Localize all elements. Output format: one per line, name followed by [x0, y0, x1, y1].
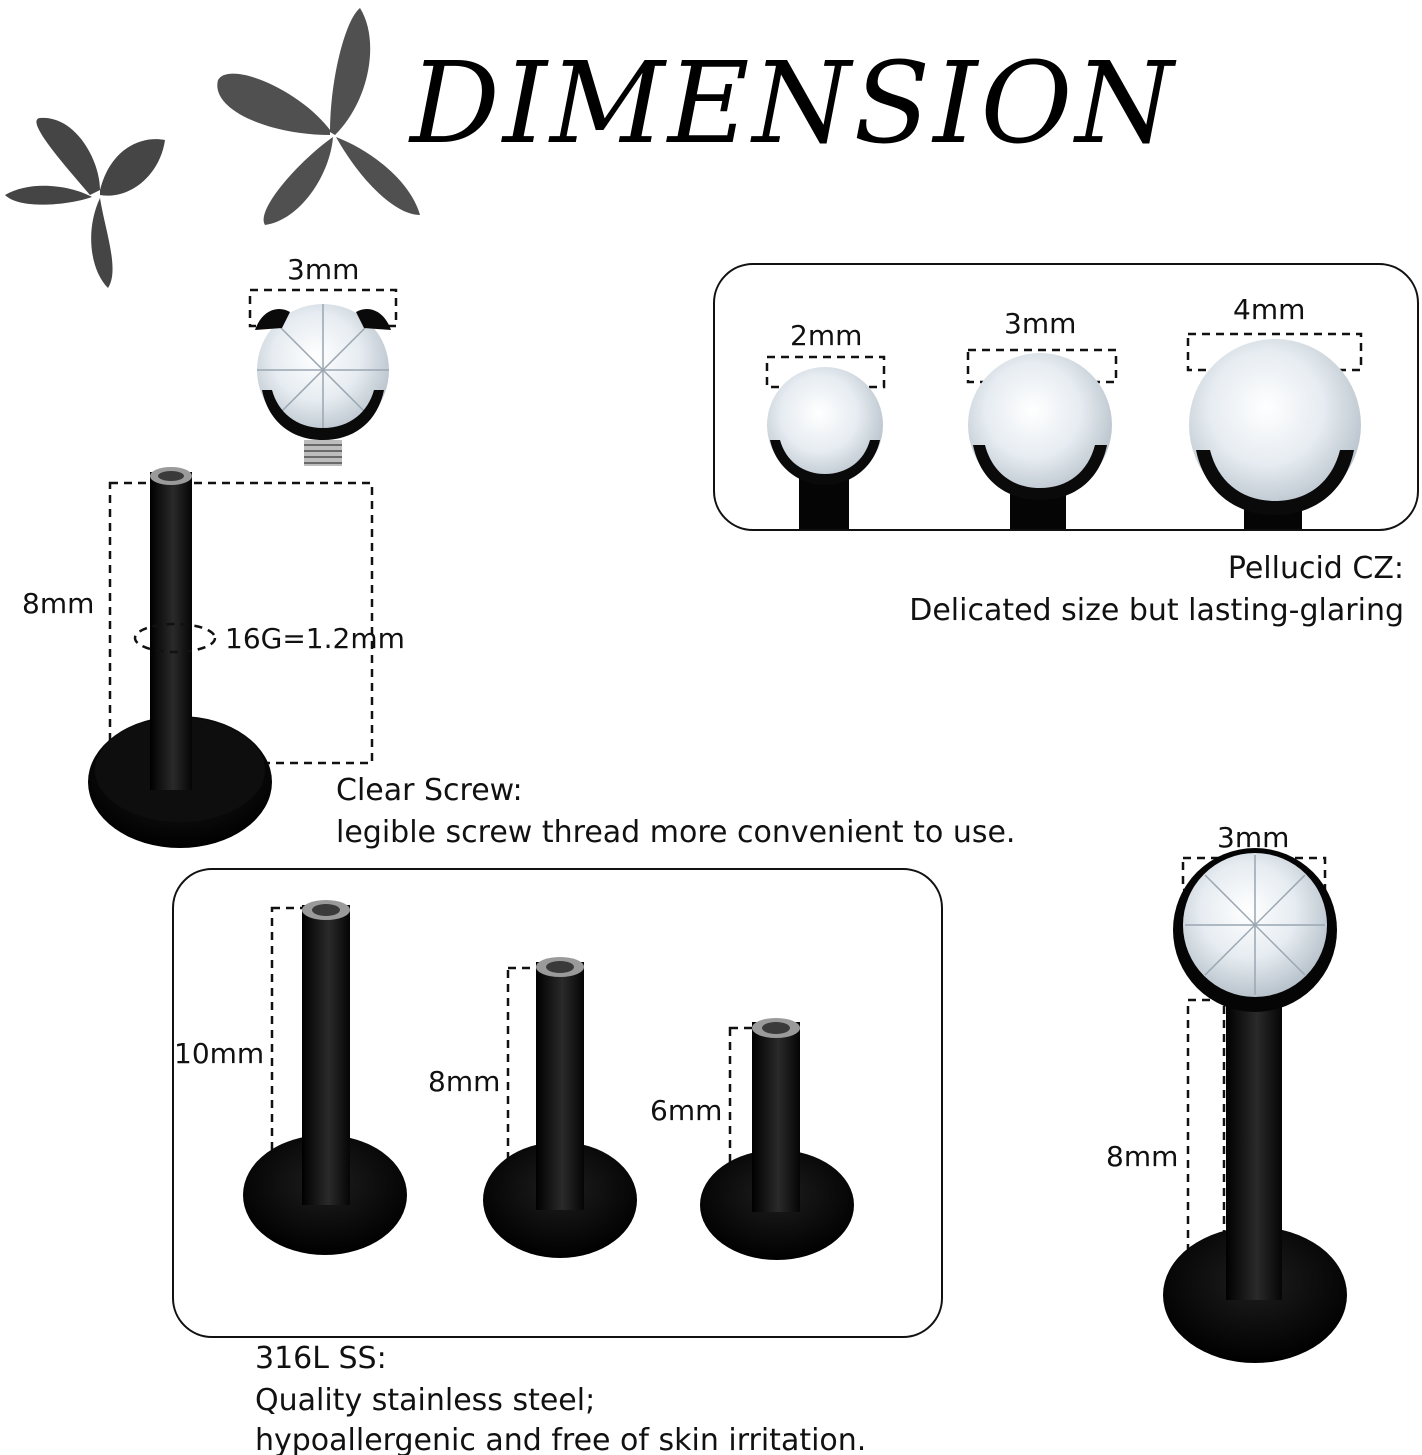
gem-option-3mm	[966, 348, 1118, 530]
gem-size-label-2mm: 2mm	[790, 319, 863, 352]
top-gem-size-label: 3mm	[287, 253, 360, 286]
gem-size-label-3mm: 3mm	[1004, 307, 1077, 340]
gem-option-2mm	[765, 355, 886, 530]
post-length-label-10mm: 10mm	[174, 1037, 265, 1070]
gem-option-4mm	[1186, 332, 1363, 530]
material-caption-title: 316L SS:	[255, 1341, 387, 1376]
post-length-panel	[172, 868, 943, 1338]
main-labret-post	[88, 467, 374, 848]
post-length-label-8mm: 8mm	[428, 1065, 501, 1098]
butterfly-large-icon	[217, 8, 420, 225]
gem-size-panel	[713, 263, 1419, 531]
post-10mm	[243, 900, 407, 1255]
post-6mm	[700, 1018, 854, 1260]
gem-caption-title: Pellucid CZ:	[1227, 551, 1404, 586]
main-post-length-label: 8mm	[22, 587, 95, 620]
gem-size-label-4mm: 4mm	[1233, 293, 1306, 326]
screw-caption-title: Clear Screw:	[336, 773, 523, 808]
prong-gem-top-left	[248, 288, 398, 466]
butterfly-small-icon	[5, 117, 165, 288]
page-title: DIMENSION	[410, 39, 1177, 169]
main-post-gauge-label: 16G=1.2mm	[225, 622, 405, 655]
bezel-stud	[1163, 848, 1347, 1363]
post-8mm	[483, 957, 637, 1258]
bezel-top-size-label: 3mm	[1217, 821, 1290, 854]
post-length-label-6mm: 6mm	[650, 1094, 723, 1127]
gem-caption-text: Delicated size but lasting-glaring	[909, 593, 1404, 628]
material-caption-line1: Quality stainless steel;	[255, 1383, 596, 1418]
screw-caption-text: legible screw thread more convenient to …	[336, 815, 1016, 850]
bezel-length-label: 8mm	[1106, 1140, 1179, 1173]
material-caption-line2: hypoallergenic and free of skin irritati…	[255, 1423, 867, 1455]
